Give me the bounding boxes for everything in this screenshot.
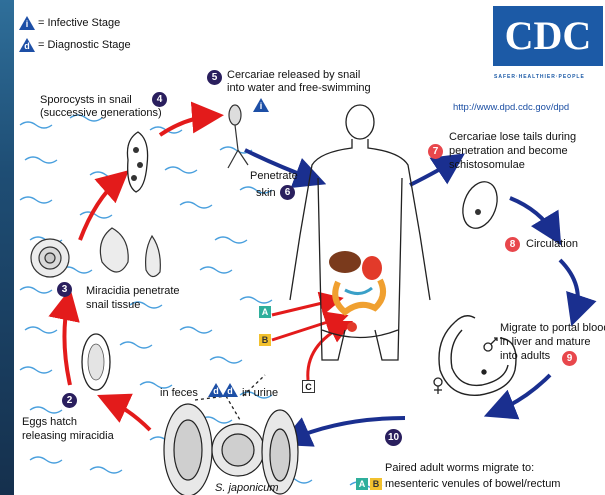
step6-badge: 6 — [280, 185, 295, 200]
step9-badge: 9 — [562, 351, 577, 366]
step10-badge: 10 — [385, 429, 402, 446]
in-urine-label: in urine — [242, 387, 278, 400]
miracidium-egg — [82, 334, 110, 390]
step8-badge: 8 — [505, 237, 520, 252]
species-label: S. japonicum — [215, 482, 279, 495]
step3-badge: 3 — [57, 282, 72, 297]
step6-label-line1: Penetrate — [250, 170, 298, 183]
arrow-eggs-to-2 — [108, 400, 150, 430]
step2-badge: 2 — [62, 393, 77, 408]
route-b-marker: B — [370, 478, 382, 490]
arrow-4-to-5 — [160, 116, 212, 135]
step7-badge: 7 — [428, 144, 443, 159]
snails — [31, 228, 160, 277]
in-feces-label: in feces — [160, 387, 198, 400]
arrow-9-to-10 — [495, 375, 550, 412]
marker-b: B — [259, 334, 271, 346]
step4-label-line1: Sporocysts in snail — [40, 94, 132, 107]
sex-symbols — [434, 338, 497, 394]
source-url[interactable]: http://www.dpd.cdc.gov/dpd — [453, 102, 569, 113]
step4-badge: 4 — [152, 92, 167, 107]
arrow-2-to-3 — [64, 300, 70, 385]
arrow-7-to-8 — [510, 198, 555, 235]
human-figure — [290, 105, 430, 360]
step2-label-line2: releasing miracidia — [22, 430, 114, 443]
sporocyst — [127, 132, 147, 192]
step8-label: Circulation — [526, 238, 578, 251]
arrow-a — [272, 300, 335, 315]
step7-label-line1: Cercariae lose tails during — [449, 131, 576, 144]
step5-label-line1: Cercariae released by snail — [227, 69, 360, 82]
arrow-b — [272, 318, 340, 340]
step9-label-line2: in liver and mature — [500, 336, 591, 349]
step7-label-line2: penetration and become — [449, 145, 568, 158]
step3-label-line2: snail tissue — [86, 299, 140, 312]
legend-diagnostic-label: = Diagnostic Stage — [38, 39, 131, 52]
marker-c: C — [302, 380, 315, 393]
step5-label-line2: into water and free-swimming — [227, 82, 371, 95]
step10-label-line2: mesenteric venules of bowel/rectum — [385, 478, 560, 491]
schistosomulum — [457, 177, 503, 233]
step10-label-line1: Paired adult worms migrate to: — [385, 462, 534, 475]
step9-label-line1: Migrate to portal blood — [500, 322, 605, 335]
step7-label-line3: schistosomulae — [449, 159, 525, 172]
marker-a: A — [259, 306, 271, 318]
route-a-marker: A — [356, 478, 368, 490]
cdc-logo: CDC — [493, 6, 603, 66]
step9-label-line3: into adults — [500, 350, 550, 363]
cercaria — [228, 105, 248, 168]
step3-label-line1: Miracidia penetrate — [86, 285, 180, 298]
legend-infective-label: = Infective Stage — [38, 17, 120, 30]
step2-label-line1: Eggs hatch — [22, 416, 77, 429]
cdc-tagline: SAFER·HEALTHIER·PEOPLE — [494, 74, 585, 80]
step5-badge: 5 — [207, 70, 222, 85]
arrow-8-to-9 — [560, 260, 578, 315]
step4-label-line2: (successive generations) — [40, 107, 162, 120]
step6-label-line2: skin — [256, 187, 276, 200]
